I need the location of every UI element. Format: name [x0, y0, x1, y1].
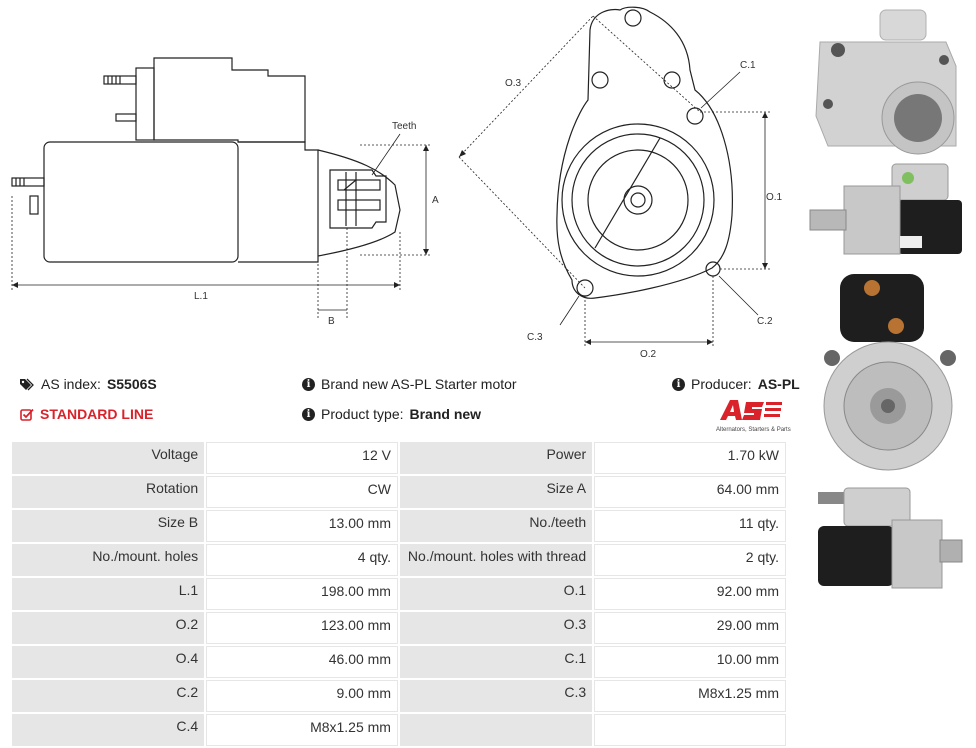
product-photo-rear[interactable] [808, 268, 968, 480]
spec-label: Size A [399, 476, 593, 508]
as-index-value: S5506S [106, 376, 157, 392]
label-o1: O.1 [766, 192, 783, 203]
info-icon: i [302, 377, 315, 391]
spec-value: 29.00 mm [594, 612, 786, 644]
label-b: B [328, 316, 335, 327]
drive-housing [238, 141, 319, 263]
product-photo-profile[interactable] [808, 484, 968, 596]
as-index-label: AS index: [41, 376, 101, 392]
spec-value: 13.00 mm [206, 510, 398, 542]
product-type: i Product type: Brand new [302, 406, 481, 422]
motor-body [43, 141, 239, 263]
spec-label: O.1 [399, 578, 593, 610]
product-photo-front[interactable] [808, 6, 968, 158]
check-square-icon [20, 408, 34, 421]
spec-value: CW [206, 476, 398, 508]
label-o3: O.3 [505, 78, 522, 89]
spec-value: M8x1.25 mm [594, 680, 786, 712]
standard-line-label: STANDARD LINE [40, 406, 154, 422]
spec-label: O.2 [12, 612, 205, 644]
as-pl-logo: Alternators, Starters & Parts [716, 398, 791, 433]
spec-label: O.3 [399, 612, 593, 644]
spec-value: 123.00 mm [206, 612, 398, 644]
pinion-gear [329, 169, 387, 229]
spec-value: 10.00 mm [594, 646, 786, 678]
technical-drawing: Teeth A L.1 B O.3 C.1 O.1 [11, 6, 783, 360]
product-type-value: Brand new [409, 406, 482, 422]
spec-label: C.3 [399, 680, 593, 712]
spec-label: No./teeth [399, 510, 593, 542]
spec-value: 2 qty. [594, 544, 786, 576]
product-photo-side[interactable] [808, 160, 968, 260]
hole-c2 [705, 261, 721, 277]
description: i Brand new AS-PL Starter motor [302, 376, 517, 392]
standard-line: STANDARD LINE [20, 406, 153, 422]
spec-value: 4 qty. [206, 544, 398, 576]
label-teeth: Teeth [392, 121, 416, 132]
spec-label: C.4 [12, 714, 205, 746]
producer-value: AS-PL [757, 376, 800, 392]
spec-value: 46.00 mm [206, 646, 398, 678]
spec-value: M8x1.25 mm [206, 714, 398, 746]
spec-value [594, 714, 786, 746]
mounting-flange [556, 6, 733, 299]
label-l1: L.1 [194, 291, 208, 302]
spec-value: 198.00 mm [206, 578, 398, 610]
spec-label: C.2 [12, 680, 205, 712]
label-c2: C.2 [757, 316, 773, 327]
spec-label: No./mount. holes with thread [399, 544, 593, 576]
spec-label: No./mount. holes [12, 544, 205, 576]
as-index: AS index: S5506S [20, 376, 157, 392]
producer-label: Producer: [691, 376, 752, 392]
spec-value: 92.00 mm [594, 578, 786, 610]
spec-label [399, 714, 593, 746]
tag-icon [20, 378, 34, 390]
info-icon: i [672, 377, 685, 391]
spec-label: Size B [12, 510, 205, 542]
as-pl-logo-mark [720, 400, 782, 420]
spec-value: 11 qty. [594, 510, 786, 542]
label-c1: C.1 [740, 60, 756, 71]
spec-label: L.1 [12, 578, 205, 610]
spec-label: Power [399, 442, 593, 474]
spec-value: 64.00 mm [594, 476, 786, 508]
spec-label: Voltage [12, 442, 205, 474]
info-icon: i [302, 407, 315, 421]
label-o2: O.2 [640, 349, 657, 360]
spec-value: 1.70 kW [594, 442, 786, 474]
solenoid [153, 57, 306, 143]
spec-label: Rotation [12, 476, 205, 508]
hole-c1 [686, 107, 704, 125]
description-text: Brand new AS-PL Starter motor [321, 376, 517, 392]
producer: i Producer: AS-PL [672, 376, 800, 392]
spec-value: 9.00 mm [206, 680, 398, 712]
product-type-label: Product type: [321, 406, 404, 422]
logo-tagline: Alternators, Starters & Parts [716, 427, 791, 433]
spec-value: 12 V [206, 442, 398, 474]
spec-label: O.4 [12, 646, 205, 678]
label-c3: C.3 [527, 332, 543, 343]
spec-label: C.1 [399, 646, 593, 678]
label-a: A [432, 195, 439, 206]
